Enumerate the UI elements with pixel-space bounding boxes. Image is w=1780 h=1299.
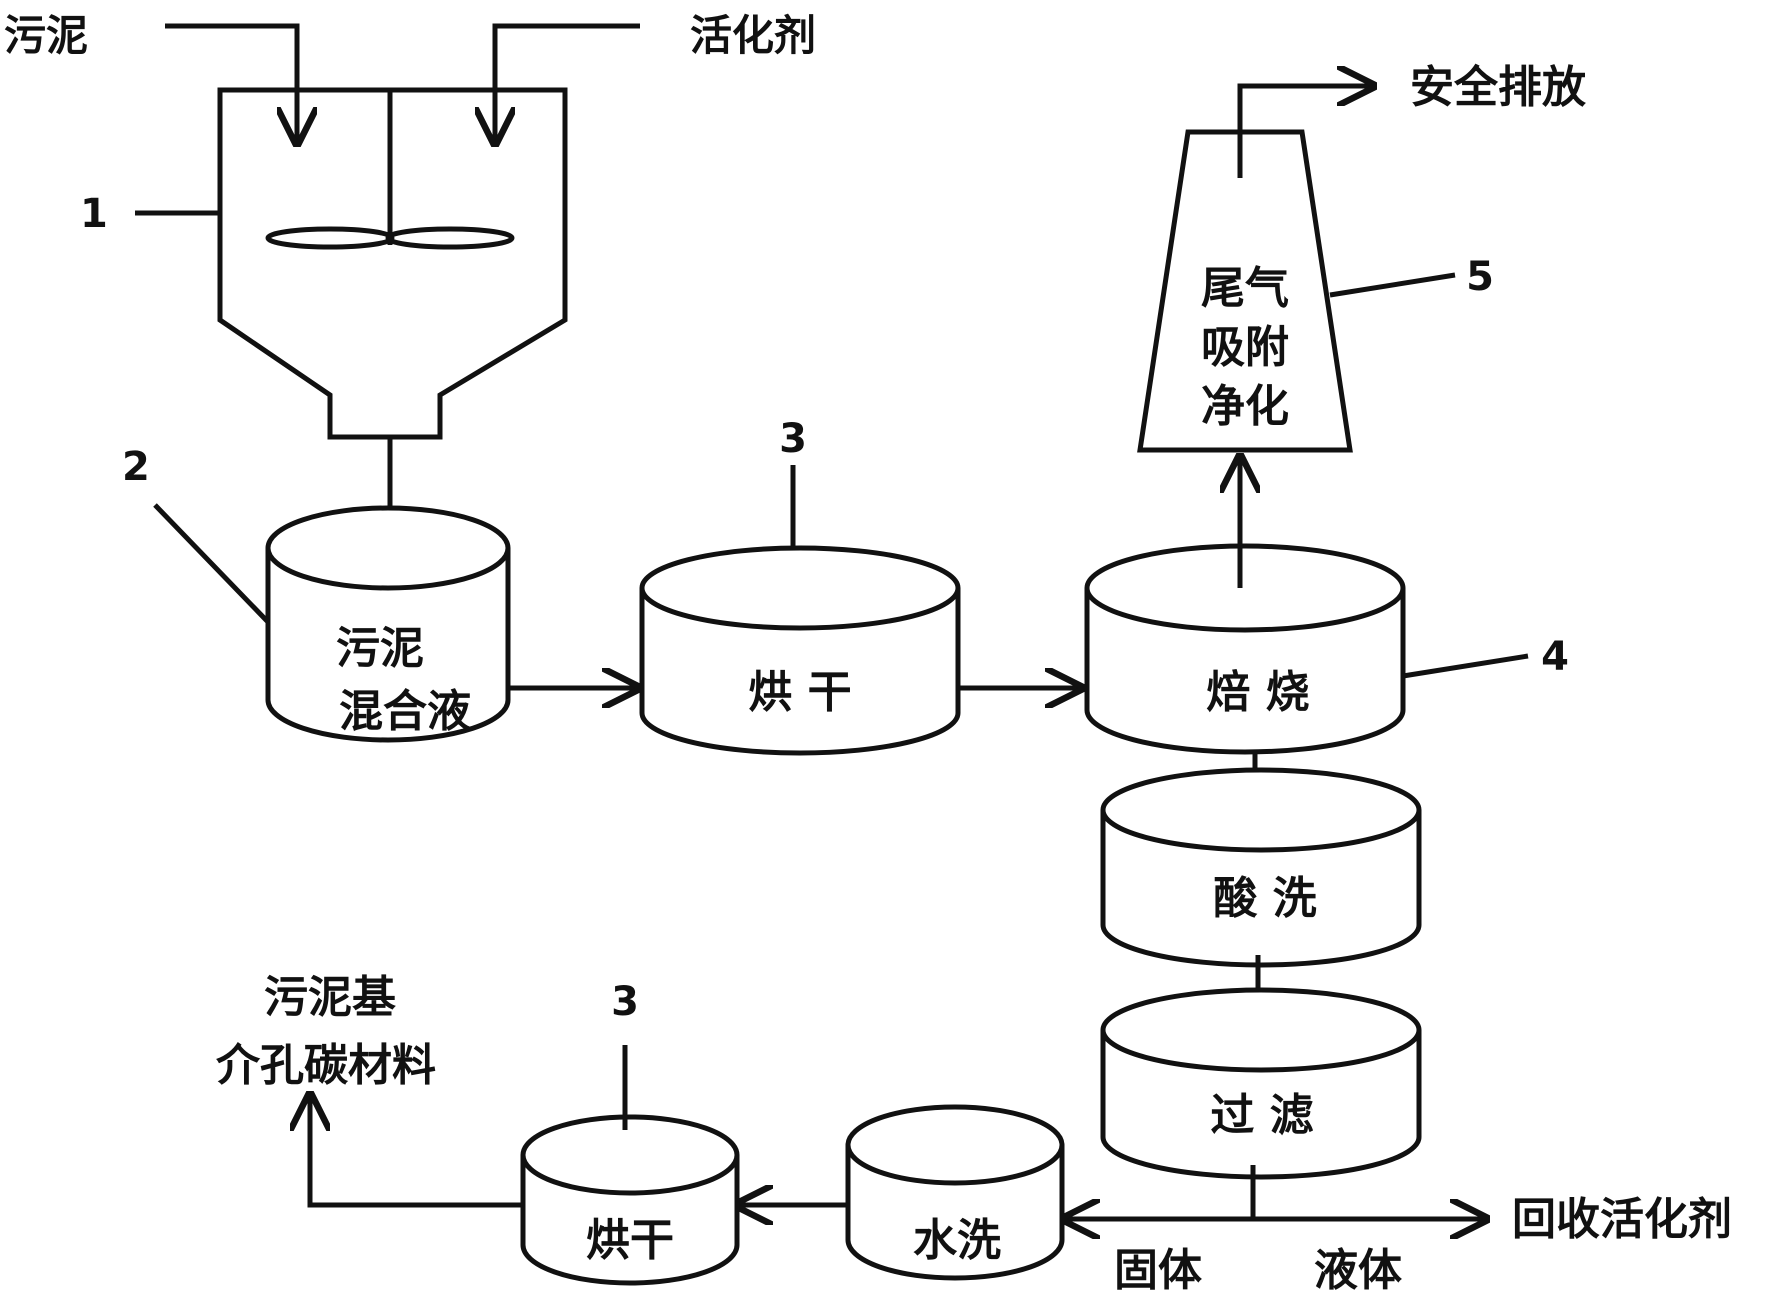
product-label-line1: 污泥基: [264, 972, 396, 1023]
dryer-2-label: 烘干: [586, 1215, 674, 1266]
safe-discharge-arrow: [1237, 86, 1372, 178]
leader-line-4: [1402, 653, 1529, 679]
acid-wash-tank: [1100, 767, 1422, 968]
equipment-number-3a: 3: [779, 416, 807, 462]
adsorber-label-line1: 尾气: [1201, 263, 1289, 314]
adsorber-label-line2: 吸附: [1201, 322, 1289, 373]
dryer-1-label: 烘 干: [748, 667, 851, 718]
dryer-1: [639, 545, 961, 756]
water-wash-tank: [845, 1104, 1065, 1281]
product-label-line2: 介孔碳材料: [216, 1040, 436, 1091]
water-wash-label: 水洗: [913, 1215, 1001, 1266]
solid-label: 固体: [1114, 1245, 1202, 1296]
equipment-number-5: 5: [1466, 254, 1494, 300]
mix-tank-label-line1: 污泥: [336, 623, 424, 674]
sludge-feed-arrow: [165, 23, 297, 142]
filter-tank: [1100, 987, 1422, 1180]
roaster-label: 焙 烧: [1206, 667, 1309, 718]
mix-tank-label-line2: 混合液: [339, 686, 471, 737]
equipment-number-1: 1: [80, 191, 108, 237]
mixer-vessel: [217, 87, 568, 440]
safe-discharge-label: 安全排放: [1410, 62, 1586, 113]
leader-line-5: [1329, 272, 1456, 298]
filter-label: 过 滤: [1210, 1090, 1313, 1141]
adsorber-label-line3: 净化: [1201, 381, 1289, 432]
recovered-activator-label: 回收活化剂: [1512, 1194, 1732, 1245]
equipment-number-2: 2: [122, 444, 150, 490]
mixer-impeller-blade: [385, 226, 515, 250]
activator-input-label: 活化剂: [690, 11, 816, 60]
roaster: [1084, 543, 1406, 755]
mix-tank: [265, 505, 511, 743]
liquid-label: 液体: [1314, 1245, 1402, 1296]
mixer-impeller-blade: [265, 226, 395, 250]
sludge-input-label: 污泥: [4, 11, 88, 60]
leader-line-2: [153, 503, 270, 624]
equipment-number-4: 4: [1541, 634, 1569, 680]
exhaust-adsorber: [1137, 129, 1353, 453]
acid-wash-label: 酸 洗: [1213, 873, 1316, 924]
dryer-2: [520, 1114, 740, 1286]
activator-feed-arrow: [495, 23, 640, 142]
product-output-arrow: [310, 1096, 523, 1208]
equipment-number-3b: 3: [611, 979, 639, 1025]
